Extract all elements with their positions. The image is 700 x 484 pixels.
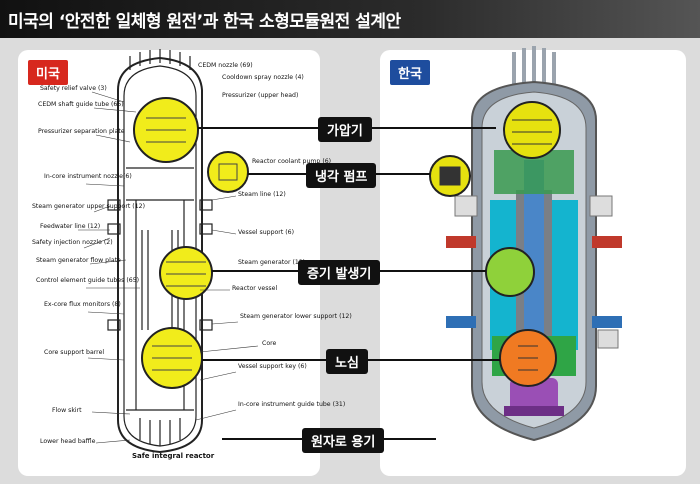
us-label: Safety relief valve (3) bbox=[40, 85, 107, 92]
us-label: CEDM shaft guide tube (65) bbox=[38, 101, 124, 108]
us-label: Steam generator upper support (12) bbox=[32, 203, 145, 210]
us-label: Vessel support key (6) bbox=[238, 363, 307, 370]
us-reactor-drawing bbox=[107, 49, 213, 454]
us-label: Pressurizer (upper head) bbox=[222, 92, 298, 99]
us-label: Flow skirt bbox=[52, 407, 82, 414]
us-label: Steam generator lower support (12) bbox=[240, 313, 352, 320]
us-label: Vessel support (6) bbox=[238, 229, 294, 236]
page-title: 미국의 ‘안전한 일체형 원전’과 한국 소형모듈원전 설계안 bbox=[8, 12, 401, 32]
us-label: CEDM nozzle (69) bbox=[198, 62, 253, 69]
us-badge: 미국 bbox=[28, 60, 68, 85]
label-core: 노심 bbox=[326, 349, 368, 374]
us-label: Steam generator flow plate bbox=[36, 257, 121, 264]
title-bar: 미국의 ‘안전한 일체형 원전’과 한국 소형모듈원전 설계안 bbox=[0, 0, 700, 38]
label-steam-generator: 증기 발생기 bbox=[298, 260, 381, 285]
us-label: Reactor coolant pump (6) bbox=[252, 158, 331, 165]
us-label: Feedwater line (12) bbox=[40, 223, 100, 230]
us-label: Core support barrel bbox=[44, 349, 104, 356]
us-label: In-core instrument nozzle(6) bbox=[44, 173, 132, 180]
us-label-group: CEDM nozzle (69) Cooldown spray nozzle (… bbox=[32, 62, 352, 460]
kr-badge: 한국 bbox=[390, 60, 430, 85]
kr-pressurizer-highlight bbox=[503, 101, 561, 159]
us-pump-highlight bbox=[207, 151, 249, 193]
us-steam-generator-highlight bbox=[159, 246, 213, 300]
us-label: In-core instrument guide tube (31) bbox=[238, 401, 345, 408]
us-label: Core bbox=[262, 340, 277, 347]
us-label: Reactor vessel bbox=[232, 285, 277, 292]
us-label: Safety injection nozzle (2) bbox=[32, 239, 113, 246]
us-label: Control element guide tubes (65) bbox=[36, 277, 139, 284]
kr-highlights bbox=[429, 101, 561, 387]
us-label: Steam generator (12) bbox=[238, 259, 305, 266]
us-label: Cooldown spray nozzle (4) bbox=[222, 74, 304, 81]
us-leader-lines bbox=[78, 91, 259, 444]
kr-steam-generator-highlight bbox=[485, 247, 535, 297]
us-highlights bbox=[133, 97, 249, 389]
us-label: Steam line (12) bbox=[238, 191, 286, 198]
label-reactor-vessel: 원자로 용기 bbox=[302, 428, 385, 453]
label-pressurizer: 가압기 bbox=[318, 117, 372, 142]
label-coolant-pump: 냉각 펌프 bbox=[306, 163, 377, 188]
us-label: Lower head baffle bbox=[40, 438, 96, 445]
us-label: Ex-core flux monitors (8) bbox=[44, 301, 121, 308]
us-label: Pressurizer separation plate bbox=[38, 128, 125, 135]
us-caption: Safe integral reactor bbox=[132, 452, 215, 460]
